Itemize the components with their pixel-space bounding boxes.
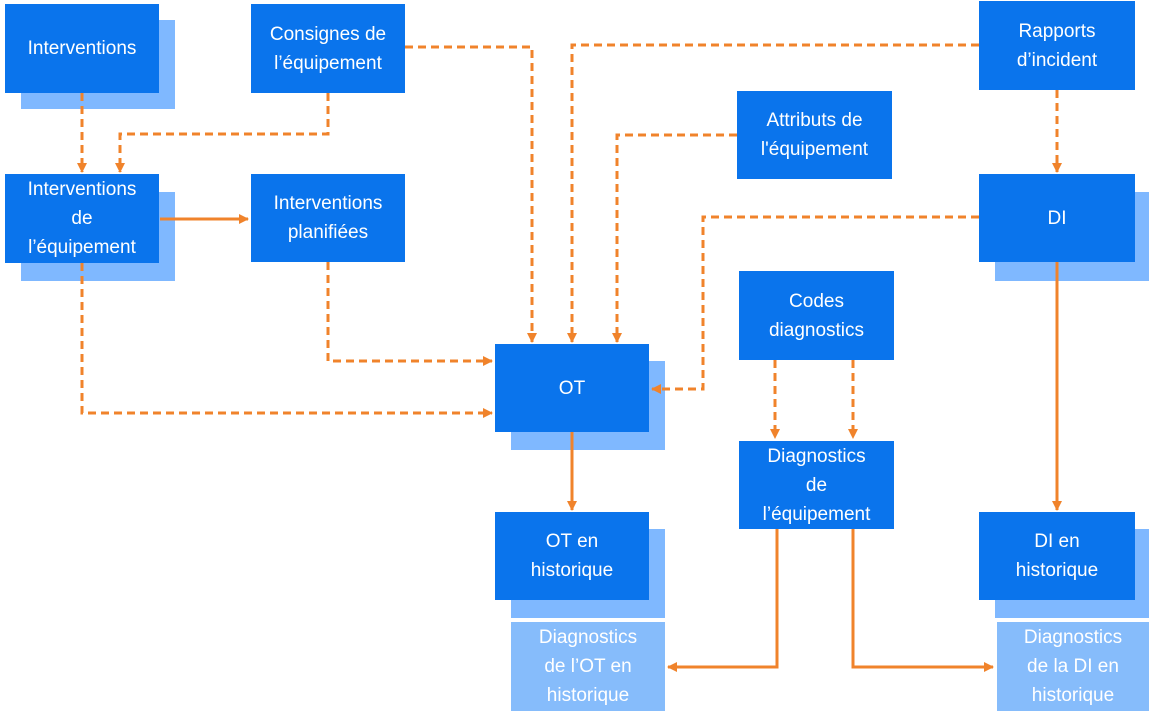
diagnostics-ot-historique-node: Diagnostics de l’OT en historique [511, 622, 665, 711]
interventions-equipement-node: Interventions de l’équipement [5, 174, 159, 263]
edge-interventions-planifiees-to-ot [326, 262, 493, 366]
codes-diagnostics-node: Codes diagnostics [739, 271, 894, 360]
edge-rapports-to-ot [567, 43, 979, 343]
edge-diagnostics-equipement-to-diag-ot-historique [667, 529, 779, 672]
rapports-incident-node: Rapports d’incident [979, 1, 1135, 90]
edge-interventions-equipement-to-ot [80, 263, 493, 418]
edge-consignes-to-ot [405, 45, 537, 343]
edge-attributs-to-ot [612, 133, 737, 343]
edge-di-to-ot [651, 215, 979, 394]
diagnostics-equipement-node: Diagnostics de l’équipement [739, 441, 894, 529]
di-node: DI [979, 174, 1135, 262]
interventions-planifiees-node: Interventions planifiées [251, 174, 405, 262]
consignes-equipement-node: Consignes de l’équipement [251, 4, 405, 93]
di-historique-node: DI en historique [979, 512, 1135, 600]
edge-diagnostics-equipement-to-diag-di-historique [851, 529, 994, 672]
ot-historique-node: OT en historique [495, 512, 649, 600]
edge-consignes-to-interventions-equipement [115, 93, 330, 173]
ot-node: OT [495, 344, 649, 432]
diagnostics-di-historique-node: Diagnostics de la DI en historique [997, 622, 1149, 711]
attributs-equipement-node: Attributs de l'équipement [737, 91, 892, 179]
interventions-node: Interventions [5, 4, 159, 93]
